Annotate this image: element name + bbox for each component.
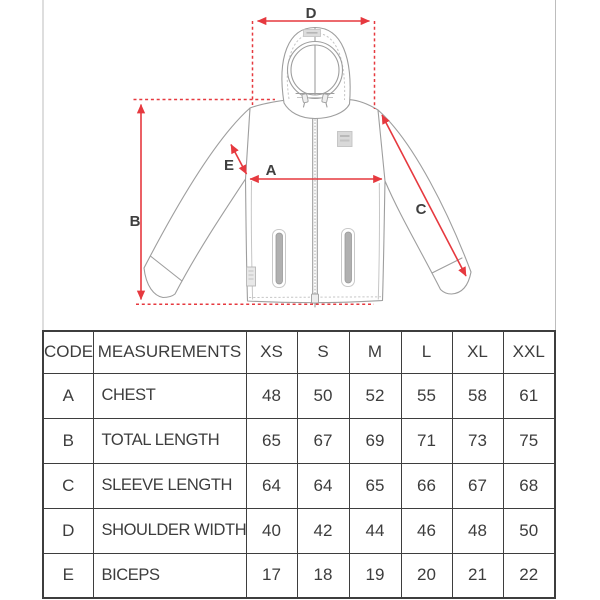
value-cell: 48 <box>451 507 504 554</box>
value-cell: 52 <box>348 372 402 419</box>
diagram-frame <box>42 0 556 330</box>
value-cell: 71 <box>400 417 453 464</box>
measure-label-a: A <box>266 162 277 179</box>
value-cell: 73 <box>451 417 504 464</box>
col-header-xxl: XXL <box>502 330 556 374</box>
value-cell: 64 <box>245 462 298 509</box>
col-header-m: M <box>348 330 402 374</box>
measure-arrow-e <box>230 144 248 175</box>
value-cell: 50 <box>502 507 556 554</box>
value-cell: 65 <box>348 462 402 509</box>
code-cell: A <box>42 372 94 419</box>
value-cell: 46 <box>400 507 453 554</box>
col-header-l: L <box>400 330 453 374</box>
code-cell: B <box>42 417 94 464</box>
measurement-cell: BICEPS <box>92 552 247 599</box>
col-header-code: CODE <box>42 330 94 374</box>
value-cell: 40 <box>245 507 298 554</box>
value-cell: 19 <box>348 552 402 599</box>
hood-label <box>303 29 321 37</box>
code-cell: E <box>42 552 94 599</box>
value-cell: 18 <box>296 552 350 599</box>
measure-label-c: C <box>416 201 427 218</box>
drawcord <box>295 92 335 108</box>
table-row-chest: A CHEST 48 50 52 55 58 61 <box>42 372 556 419</box>
chest-label <box>337 131 353 147</box>
value-cell: 21 <box>451 552 504 599</box>
value-cell: 64 <box>296 462 350 509</box>
value-cell: 58 <box>451 372 504 419</box>
value-cell: 66 <box>400 462 453 509</box>
col-header-s: S <box>296 330 350 374</box>
value-cell: 42 <box>296 507 350 554</box>
value-cell: 17 <box>245 552 298 599</box>
measurement-cell: SLEEVE LENGTH <box>92 462 247 509</box>
table-row-total-length: B TOTAL LENGTH 65 67 69 71 73 75 <box>42 417 556 464</box>
jacket-drawing <box>143 26 472 308</box>
table-row-biceps: E BICEPS 17 18 19 20 21 22 <box>42 552 556 599</box>
code-cell: C <box>42 462 94 509</box>
col-header-measurements: MEASUREMENTS <box>92 330 247 374</box>
code-cell: D <box>42 507 94 554</box>
col-header-xl: XL <box>451 330 504 374</box>
value-cell: 48 <box>245 372 298 419</box>
pocket-right <box>341 228 355 287</box>
value-cell: 75 <box>502 417 556 464</box>
size-chart-table: CODE MEASUREMENTS XS S M L XL XXL A CHES… <box>42 330 556 599</box>
value-cell: 44 <box>348 507 402 554</box>
table-row-sleeve-length: C SLEEVE LENGTH 64 64 65 66 67 68 <box>42 462 556 509</box>
measure-arrow-c <box>381 114 467 277</box>
col-header-xs: XS <box>245 330 298 374</box>
table-row-shoulder-width: D SHOULDER WIDTH 40 42 44 46 48 50 <box>42 507 556 554</box>
table-header-row: CODE MEASUREMENTS XS S M L XL XXL <box>42 330 556 374</box>
value-cell: 50 <box>296 372 350 419</box>
measurement-cell: TOTAL LENGTH <box>92 417 247 464</box>
jacket-diagram: D B A C E <box>42 0 556 330</box>
value-cell: 20 <box>400 552 453 599</box>
measure-label-e: E <box>224 157 234 174</box>
measure-label-d: D <box>306 5 317 22</box>
measurement-annotations: D B A C E <box>130 5 467 305</box>
value-cell: 22 <box>502 552 556 599</box>
hem-tag <box>246 266 256 287</box>
measurement-cell: CHEST <box>92 372 247 419</box>
measure-label-b: B <box>130 213 141 230</box>
value-cell: 68 <box>502 462 556 509</box>
value-cell: 55 <box>400 372 453 419</box>
pocket-left <box>272 229 286 288</box>
value-cell: 67 <box>451 462 504 509</box>
value-cell: 65 <box>245 417 298 464</box>
value-cell: 69 <box>348 417 402 464</box>
value-cell: 67 <box>296 417 350 464</box>
measurement-cell: SHOULDER WIDTH <box>92 507 247 554</box>
value-cell: 61 <box>502 372 556 419</box>
